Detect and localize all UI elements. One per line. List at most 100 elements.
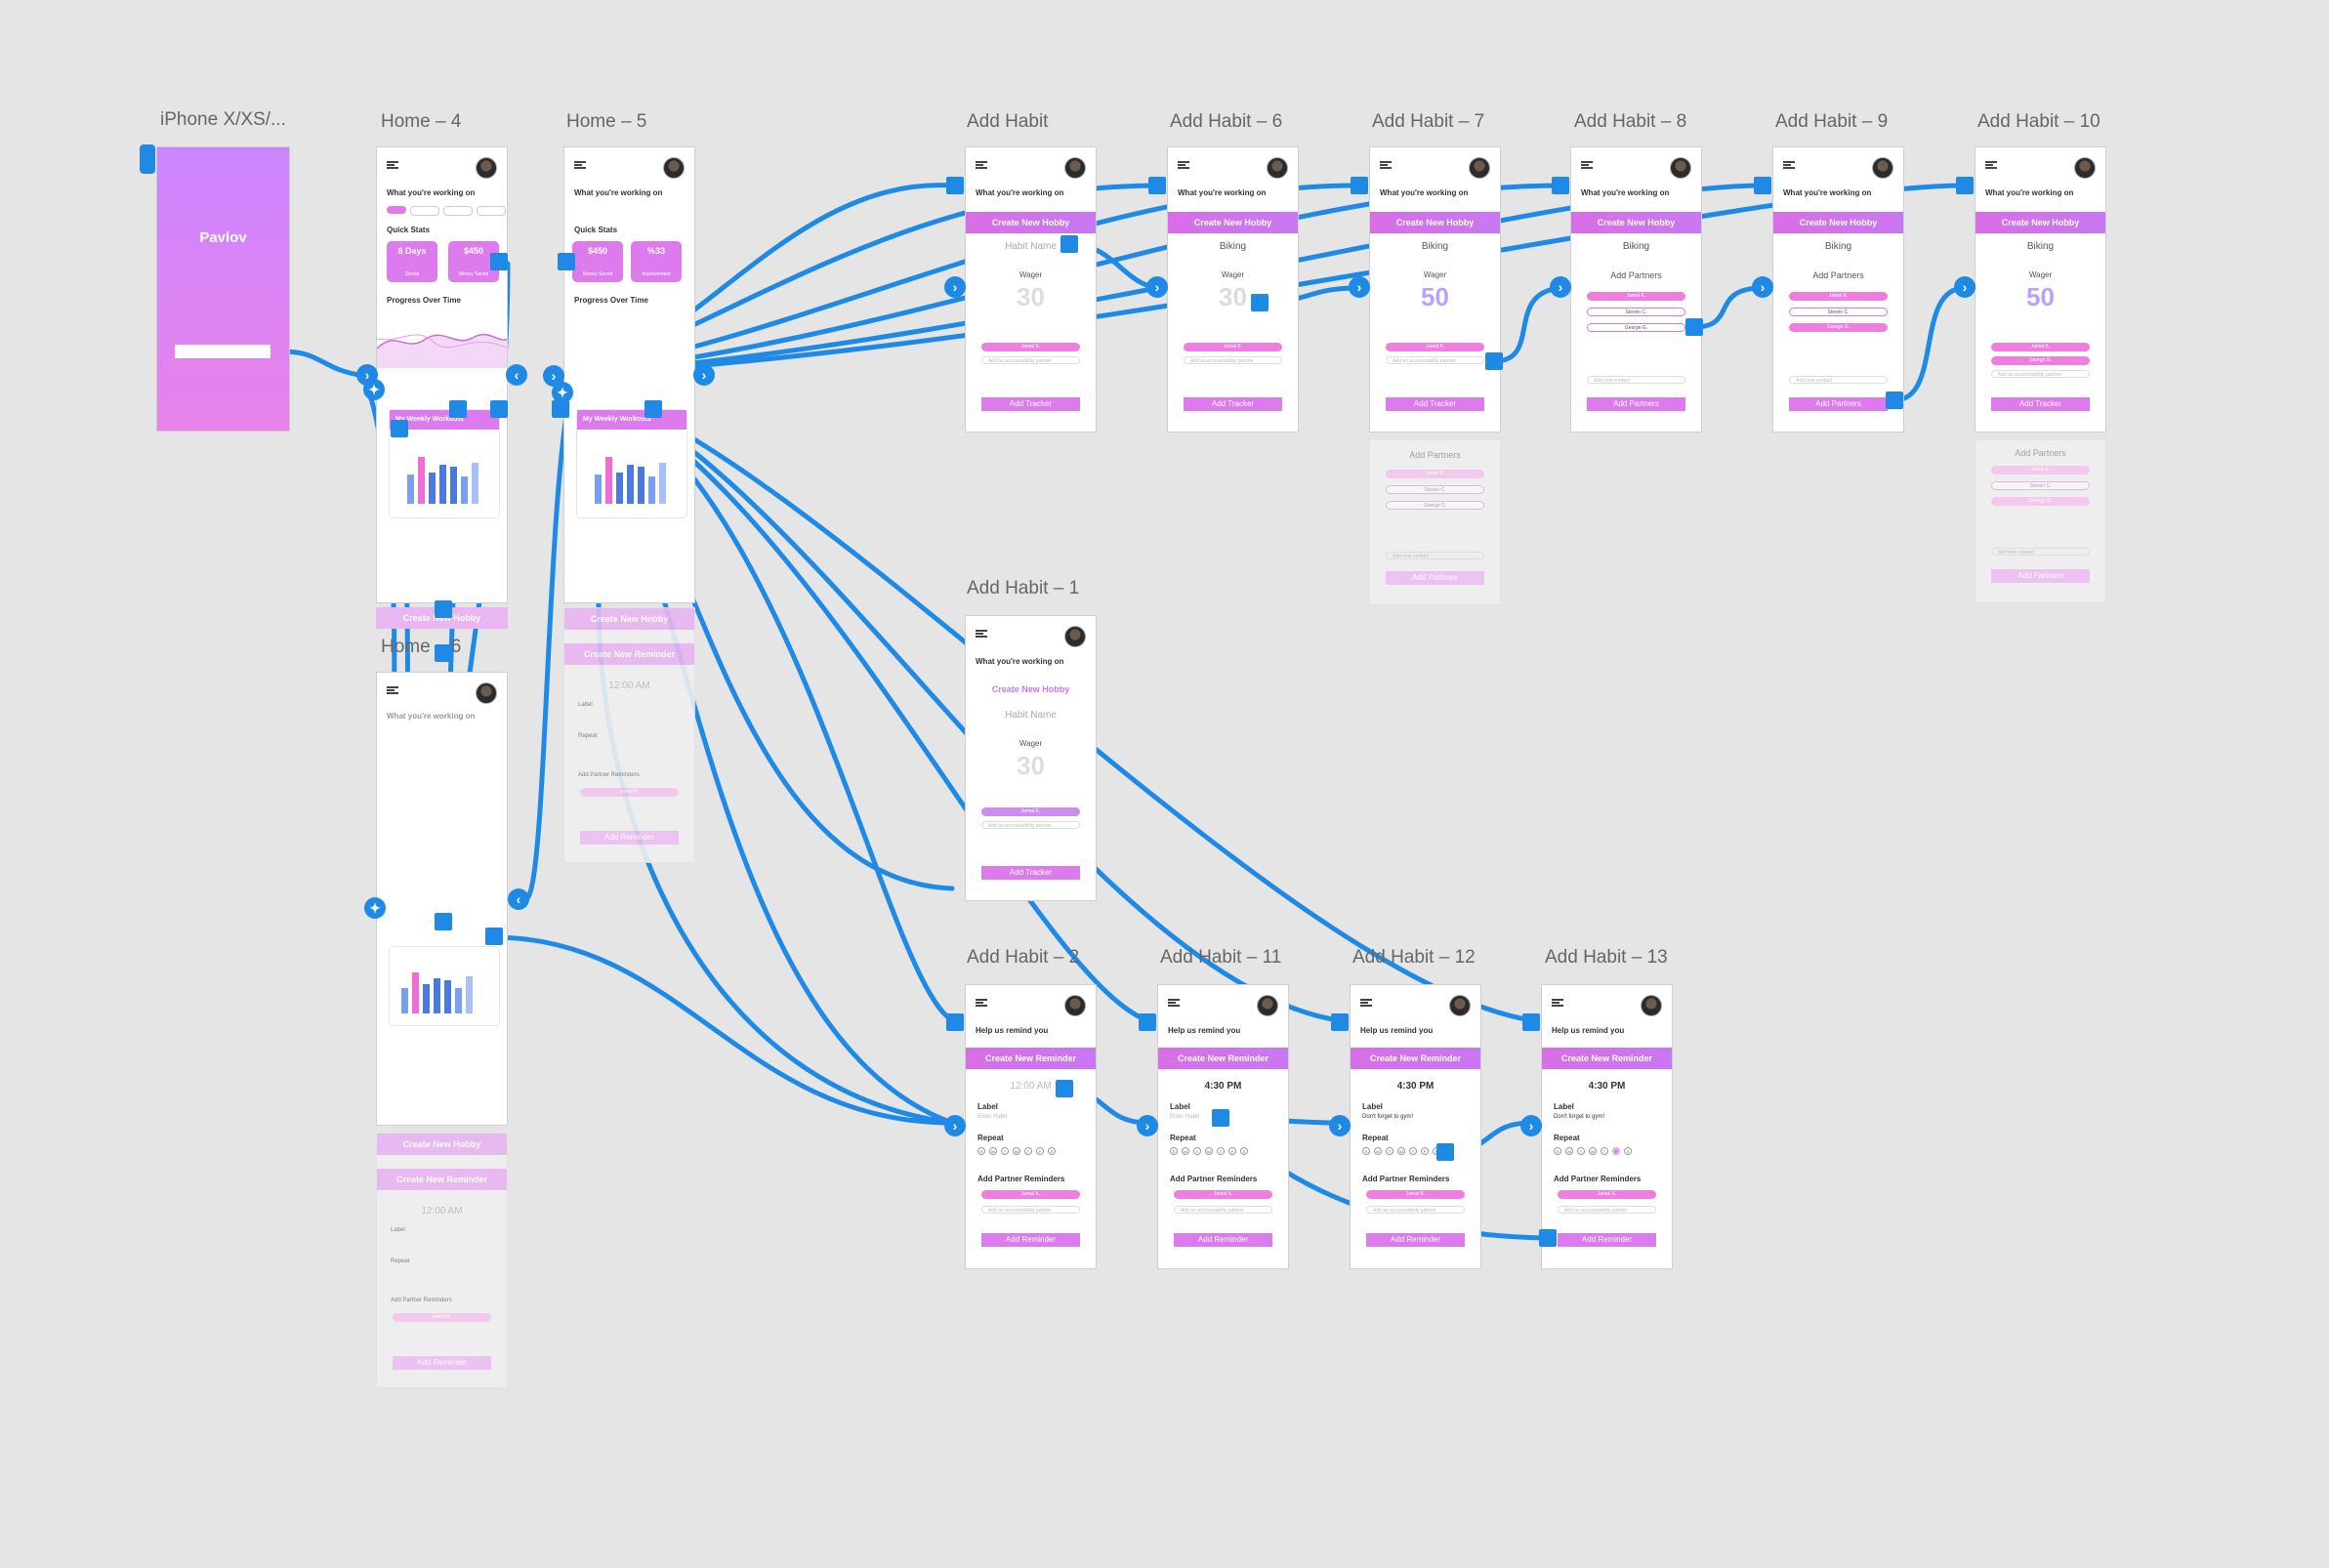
wager-value[interactable]: 30 [1017, 282, 1045, 311]
partner-option[interactable]: Jamal K. [1586, 292, 1686, 301]
artboard-label-add-habit-10[interactable]: Add Habit – 10 [1977, 111, 2100, 132]
link-handle[interactable] [490, 253, 508, 270]
artboard-splash[interactable]: Pavlov [156, 146, 290, 432]
day-toggle[interactable]: S [1240, 1147, 1248, 1155]
add-reminder-button[interactable]: Add Reminder [1365, 1233, 1466, 1247]
menu-icon[interactable] [574, 161, 586, 169]
time-display[interactable]: 12:00 AM [608, 681, 650, 691]
link-handle[interactable] [1331, 1013, 1349, 1031]
day-toggle[interactable]: T [1601, 1147, 1608, 1155]
chip[interactable] [387, 206, 406, 214]
artboard-label-add-habit-8[interactable]: Add Habit – 8 [1574, 111, 1687, 132]
overlay-add-partners-10[interactable]: Add Partners Jamal K. Steven C. George G… [1975, 439, 2106, 603]
avatar[interactable] [476, 682, 497, 704]
link-arrow-icon[interactable]: › [944, 1115, 966, 1136]
partner-input[interactable]: Add an accountability partner [1173, 1206, 1273, 1214]
artboard-add-habit-7[interactable]: What you're working on Create New Hobby … [1369, 146, 1501, 433]
wager-value[interactable]: 50 [2026, 282, 2055, 311]
day-toggle[interactable]: S [1624, 1147, 1632, 1155]
menu-icon[interactable] [976, 999, 987, 1007]
link-arrow-icon[interactable]: › [944, 276, 966, 298]
artboard-label-add-habit-6[interactable]: Add Habit – 6 [1170, 111, 1283, 132]
artboard-label-add-habit[interactable]: Add Habit [967, 111, 1049, 132]
artboard-label-home4[interactable]: Home – 4 [381, 111, 462, 132]
avatar[interactable] [1064, 157, 1086, 179]
link-arrow-icon[interactable]: › [543, 365, 564, 387]
link-handle[interactable] [1251, 294, 1268, 311]
add-reminder-button[interactable]: Add Reminder [1173, 1233, 1273, 1247]
artboard-add-habit[interactable]: What you're working on Create New Hobby … [965, 146, 1097, 433]
artboard-label-add-habit-2[interactable]: Add Habit – 2 [967, 947, 1080, 968]
partner-option[interactable]: George G. [1788, 323, 1889, 332]
link-handle[interactable] [1148, 177, 1166, 194]
pin-icon[interactable]: ✦ [363, 379, 385, 400]
link-arrow-icon[interactable]: › [1520, 1115, 1542, 1136]
link-handle[interactable] [1056, 1080, 1073, 1097]
artboard-label-add-habit-12[interactable]: Add Habit – 12 [1352, 947, 1476, 968]
partner-pill[interactable]: Jamal K. [980, 807, 1081, 816]
menu-icon[interactable] [1168, 999, 1180, 1007]
link-handle[interactable] [946, 177, 964, 194]
habit-name-input[interactable]: Habit Name [1005, 241, 1057, 252]
link-arrow-icon[interactable]: › [1349, 276, 1370, 298]
day-toggle[interactable]: S [1048, 1147, 1056, 1155]
artboard-add-habit-12[interactable]: Help us remind you Create New Reminder 4… [1350, 984, 1481, 1269]
link-handle[interactable] [1539, 1229, 1557, 1247]
time-display[interactable]: 4:30 PM [1396, 1081, 1435, 1092]
link-handle[interactable] [1436, 1143, 1454, 1161]
label-input[interactable]: Don't forget to gym! [1362, 1114, 1414, 1120]
artboard-add-habit-1[interactable]: What you're working on Create New Hobby … [965, 615, 1097, 901]
partner-input[interactable]: Add an accountability partner [980, 356, 1081, 364]
partner-option[interactable]: Steven C. [1586, 308, 1686, 316]
link-handle[interactable] [1886, 392, 1903, 409]
menu-icon[interactable] [1360, 999, 1372, 1007]
day-toggle[interactable]: M [1374, 1147, 1382, 1155]
partner-pill[interactable]: Jamal K. [1173, 1190, 1273, 1199]
add-contact-input[interactable]: Add new contact [1990, 548, 2091, 556]
overlay-create-hobby[interactable]: Create New Hobby [564, 608, 694, 630]
link-handle[interactable] [1139, 1013, 1156, 1031]
add-reminder-button[interactable]: Add Reminder [579, 831, 680, 845]
artboard-label-add-habit-9[interactable]: Add Habit – 9 [1775, 111, 1889, 132]
avatar[interactable] [663, 157, 685, 179]
habit-name-input[interactable]: Biking [1824, 241, 1852, 252]
artboard-label-iphone[interactable]: iPhone X/XS/... [160, 109, 286, 130]
day-toggle[interactable]: W [1589, 1147, 1597, 1155]
avatar[interactable] [1267, 157, 1288, 179]
avatar[interactable] [1469, 157, 1490, 179]
time-display[interactable]: 4:30 PM [1204, 1081, 1242, 1092]
overlay-home5-reminder[interactable]: Create New Hobby Create New Reminder 12:… [563, 607, 695, 863]
add-tracker-button[interactable]: Add Tracker [980, 866, 1081, 880]
artboard-home4[interactable]: What you're working on Quick Stats 8 Day… [376, 146, 508, 603]
overlay-add-partners-7[interactable]: Add Partners Jamal K. Steven C. George G… [1369, 439, 1501, 605]
artboard-add-habit-9[interactable]: What you're working on Create New Hobby … [1772, 146, 1904, 433]
link-handle[interactable] [1685, 318, 1703, 336]
link-arrow-icon[interactable]: › [693, 364, 715, 386]
avatar[interactable] [476, 157, 497, 179]
overlay-home6-reminder[interactable]: Create New Hobby Create New Reminder 12:… [376, 1133, 508, 1388]
partner-option[interactable]: Jamal K. [1385, 470, 1485, 478]
time-display[interactable]: 4:30 PM [1588, 1081, 1626, 1092]
add-contact-input[interactable]: Add new contact [1385, 552, 1485, 559]
day-toggle[interactable]: S [977, 1147, 985, 1155]
partner-pill[interactable]: Jamal K. [392, 1313, 492, 1322]
artboard-label-add-habit-11[interactable]: Add Habit – 11 [1160, 947, 1282, 968]
artboard-label-add-habit-13[interactable]: Add Habit – 13 [1545, 947, 1668, 968]
menu-icon[interactable] [1178, 161, 1189, 169]
day-toggle[interactable]: T [1193, 1147, 1201, 1155]
time-display[interactable]: 12:00 AM [1010, 1081, 1052, 1092]
artboard-add-habit-6[interactable]: What you're working on Create New Hobby … [1167, 146, 1299, 433]
add-reminder-button[interactable]: Add Reminder [1557, 1233, 1657, 1247]
wager-value[interactable]: 30 [1017, 751, 1045, 780]
partner-input[interactable]: Add an accountability partner [980, 1206, 1081, 1214]
partner-input[interactable]: Add an accountability partner [1365, 1206, 1466, 1214]
partner-input[interactable]: Add an accountability partner [1183, 356, 1283, 364]
overlay-create-reminder[interactable]: Create New Reminder [564, 643, 694, 665]
link-handle[interactable] [1212, 1109, 1229, 1127]
day-toggle[interactable]: S [1554, 1147, 1561, 1155]
partner-option[interactable]: Steven C. [1990, 481, 2091, 490]
link-handle[interactable] [1351, 177, 1368, 194]
day-toggle[interactable]: T [1577, 1147, 1585, 1155]
partner-pill[interactable]: Jamal K. [579, 788, 680, 797]
menu-icon[interactable] [976, 630, 987, 638]
